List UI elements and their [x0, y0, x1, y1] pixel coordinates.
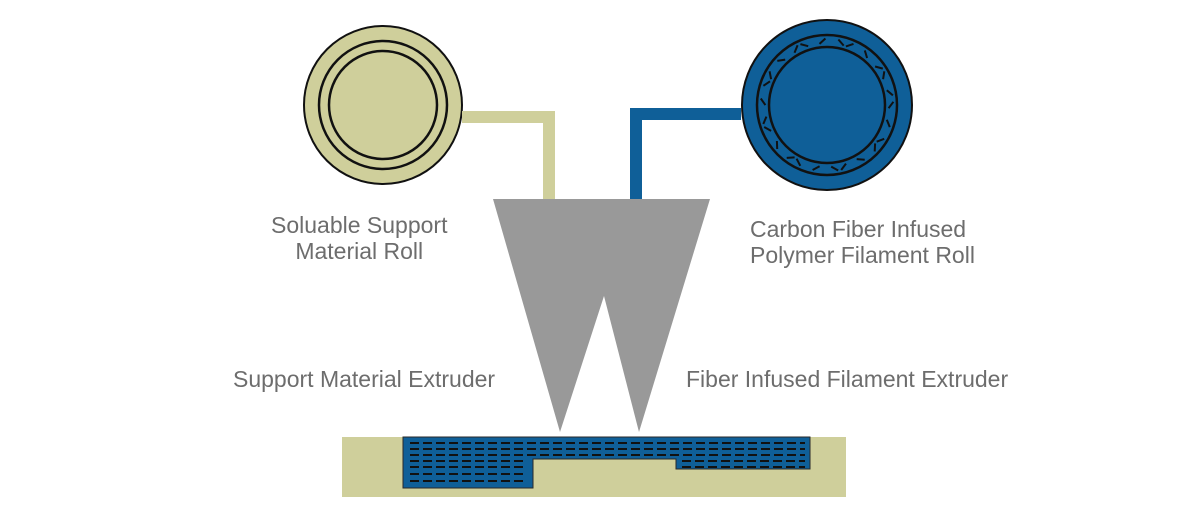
part-fiber-strands — [410, 442, 805, 482]
fiber-strand — [759, 97, 767, 106]
fiber-strand — [795, 158, 802, 167]
print-bed — [342, 436, 846, 497]
fiber-strand — [818, 37, 827, 45]
fiber-roll-label-line2: Polymer Filament Roll — [750, 242, 975, 268]
support-roll-label-line1: Soluable Support — [271, 212, 448, 238]
fiber-roll-label-line1: Carbon Fiber Infused — [750, 216, 967, 242]
dual-extruder — [493, 199, 710, 432]
fiber-strand — [840, 163, 847, 171]
support-extruder-label: Support Material Extruder — [233, 366, 496, 392]
fiber-strand — [812, 165, 821, 171]
fiber-strand — [845, 42, 854, 48]
fiber-strand — [793, 44, 799, 54]
fiber-extruder-label: Fiber Infused Filament Extruder — [686, 366, 1009, 392]
fiber-strand — [837, 38, 845, 47]
fiber-strand — [786, 156, 795, 159]
fiber-strand — [762, 80, 771, 87]
fiber-strand — [882, 71, 886, 80]
fiber-strand — [863, 50, 869, 59]
fiber-strand — [800, 43, 809, 48]
support-roll-label-line2: Material Roll — [295, 238, 424, 264]
fiber-strands — [759, 37, 895, 172]
carbon-fiber-roll — [741, 19, 913, 191]
support-roll-label: Soluable Support Material Roll — [271, 212, 447, 264]
fiber-strand — [887, 101, 895, 109]
support-material-roll — [303, 25, 463, 185]
fiber-strand — [874, 65, 884, 70]
fiber-strand — [777, 58, 786, 62]
fiber-strand — [830, 165, 839, 172]
fiber-strand — [762, 116, 768, 125]
fiber-feed-line — [630, 108, 741, 200]
fiber-strand — [856, 158, 865, 161]
fiber-strand — [768, 71, 773, 80]
fiber-strand — [876, 137, 885, 143]
fiber-roll-label: Carbon Fiber Infused Polymer Filament Ro… — [750, 216, 975, 268]
fiber-strand — [885, 119, 891, 128]
fiber-strand — [763, 126, 772, 132]
support-feed-line — [462, 111, 555, 200]
fiber-strand — [886, 89, 894, 97]
